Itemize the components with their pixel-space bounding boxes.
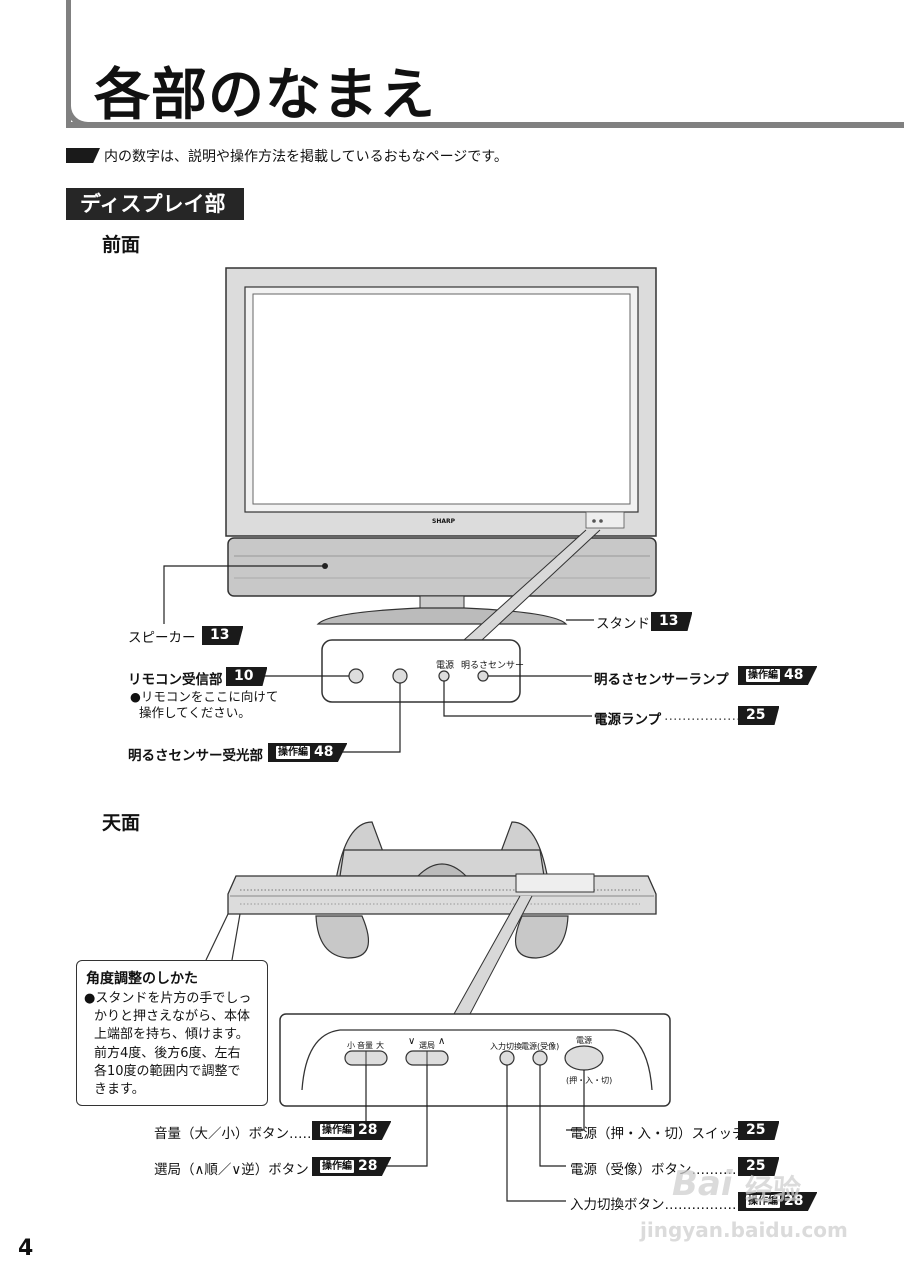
input-button-page-ref: 操作編 28 <box>738 1192 818 1211</box>
power-switch-page-ref: 25 <box>738 1121 780 1140</box>
page-number-ref: 28 <box>358 1122 378 1138</box>
power-button-label: 電源（受像）ボタン………… <box>570 1162 746 1178</box>
page-ref-swatch <box>66 148 100 163</box>
angle-line: 前方4度、後方6度、左右 <box>94 1045 241 1061</box>
front-heading: 前面 <box>102 234 141 256</box>
panel-ch: 選局 <box>419 1041 435 1050</box>
ops-tag: 操作編 <box>320 1124 354 1137</box>
page-title: 各部のなまえ <box>94 63 436 128</box>
tv-brand-logo: SHARP <box>432 518 456 525</box>
panel-power-recv: 電源(受像) <box>521 1042 560 1051</box>
page-ref-note: 内の数字は、説明や操作方法を掲載しているおもなページです。 <box>104 149 508 165</box>
panel-vol: 音量 <box>357 1041 373 1050</box>
angle-line: きます。 <box>94 1082 145 1098</box>
chevron-down-icon: ∨ <box>408 1036 416 1047</box>
ops-tag: 操作編 <box>746 1195 780 1208</box>
power-lamp-page-ref: 25 <box>738 706 780 725</box>
speaker-label: スピーカー <box>128 630 196 646</box>
ops-tag: 操作編 <box>276 746 310 759</box>
page-number-ref: 48 <box>314 744 334 760</box>
power-button-page-ref: 25 <box>738 1157 780 1176</box>
watermark-url: jingyan.baidu.com <box>640 1218 848 1242</box>
ops-tag: 操作編 <box>746 669 780 682</box>
page-number-ref: 48 <box>784 667 804 683</box>
remote-page-ref: 10 <box>226 667 268 686</box>
channel-button-label: 選局（∧順／∨逆）ボタン <box>154 1162 309 1178</box>
sensor-lamp-label: 明るさセンサーランプ <box>594 672 729 688</box>
speaker-page-ref: 13 <box>202 626 244 645</box>
panel-power-switch: (押・入・切) <box>566 1076 613 1085</box>
section-heading: ディスプレイ部 <box>66 188 244 220</box>
chevron-up-icon: ∧ <box>438 1036 446 1047</box>
panel-input: 入力切換 <box>490 1042 522 1051</box>
remote-note-line2: 操作してください。 <box>139 705 251 720</box>
volume-page-ref: 操作編 28 <box>312 1121 392 1140</box>
power-lamp-dots: ……………… <box>664 708 745 724</box>
tv-top-illustration <box>227 821 657 959</box>
volume-button-label: 音量（大／小）ボタン…… <box>154 1126 316 1142</box>
page-frame-bottom <box>66 122 904 128</box>
angle-line: かりと押さえながら、本体 <box>94 1009 251 1025</box>
channel-page-ref: 操作編 28 <box>312 1157 392 1176</box>
top-heading: 天面 <box>102 812 141 834</box>
page-frame-corner <box>66 100 94 128</box>
sensor-lamp-page-ref: 操作編 48 <box>738 666 818 685</box>
panel-label-power: 電源 <box>436 661 455 671</box>
power-switch-label: 電源（押・入・切）スイッチ…… <box>570 1126 773 1142</box>
sensor-receiver-label: 明るさセンサー受光部 <box>128 748 263 764</box>
angle-line: ●スタンドを片方の手でしっ <box>84 991 252 1006</box>
angle-adjust-title: 角度調整のしかた <box>86 971 198 987</box>
watermark-text: 经验 <box>745 1173 802 1206</box>
tv-front-illustration <box>225 267 657 625</box>
sensor-receiver-page-ref: 操作編 48 <box>268 743 348 762</box>
panel-power: 電源 <box>576 1036 592 1045</box>
page-frame-left <box>66 0 71 128</box>
angle-line: 上端部を持ち、傾けます。 <box>94 1027 249 1043</box>
angle-adjust-box <box>76 960 268 1106</box>
power-lamp-label: 電源ランプ <box>594 712 662 728</box>
angle-adjust-body: ●スタンドを片方の手でしっ かりと押さえながら、本体 上端部を持ち、傾けます。 … <box>84 990 266 1099</box>
panel-label-sensor: 明るさセンサー <box>461 661 525 671</box>
remote-note-line1: ●リモコンをここに向けて <box>130 689 279 704</box>
input-button-label: 入力切換ボタン……………… <box>570 1197 746 1213</box>
angle-line: 各10度の範囲内で調整で <box>94 1063 241 1079</box>
stand-page-ref: 13 <box>651 612 693 631</box>
panel-vol-small: 小 <box>347 1041 355 1050</box>
watermark-brand: Bai <box>672 1164 733 1204</box>
page-number-ref: 28 <box>784 1193 804 1209</box>
stand-label: スタンド <box>596 616 650 632</box>
ops-tag: 操作編 <box>320 1160 354 1173</box>
page-number: 4 <box>18 1236 34 1261</box>
remote-receiver-label: リモコン受信部 <box>128 672 223 688</box>
page-number-ref: 28 <box>358 1158 378 1174</box>
panel-vol-big: 大 <box>376 1041 384 1050</box>
